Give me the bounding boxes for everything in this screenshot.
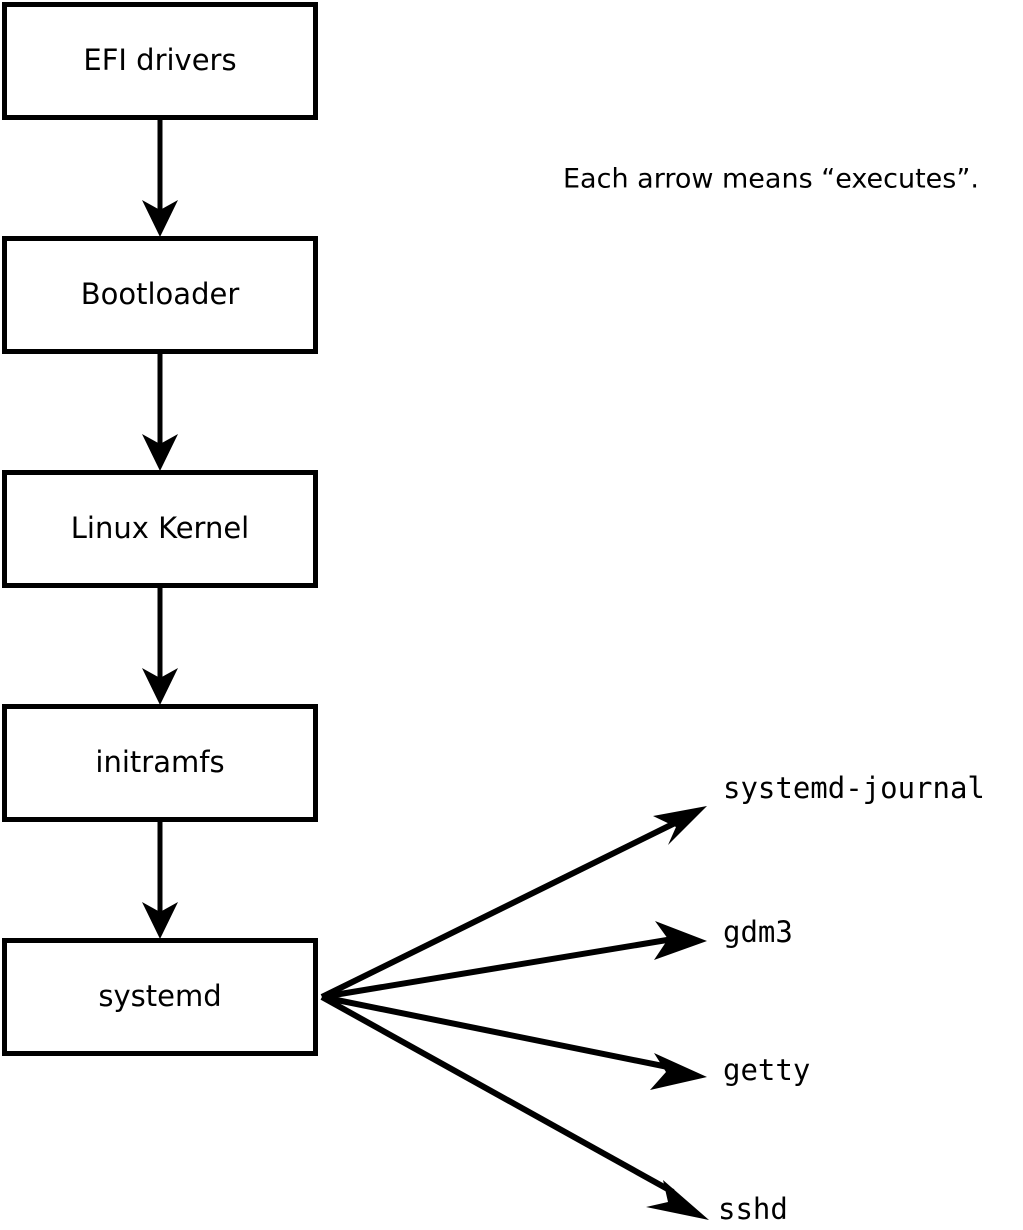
diagram-caption: Each arrow means “executes”. [563, 164, 979, 195]
service-label-gdm3[interactable]: gdm3 [723, 915, 793, 949]
arrow-head-icon [142, 902, 178, 939]
node-systemd[interactable]: systemd [2, 938, 318, 1056]
arrow-head-icon [650, 1053, 707, 1090]
boot-chain-group: EFI drivers Bootloader Linux Kernel init… [2, 2, 318, 1056]
arrow-head-icon [142, 434, 178, 471]
node-bootloader-label: Bootloader [81, 277, 240, 311]
service-labels-group: systemd-journal gdm3 getty sshd [718, 771, 985, 1226]
chain-arrows-group [142, 120, 178, 939]
node-efi-drivers-rect [2, 2, 318, 120]
service-label-sshd[interactable]: sshd [718, 1192, 788, 1226]
arrow-shaft [321, 936, 674, 1000]
arrow-systemd-to-gdm3 [321, 921, 707, 1000]
arrow-initramfs-to-systemd [142, 822, 178, 939]
node-linux-kernel[interactable]: Linux Kernel [2, 470, 318, 588]
node-bootloader-rect [2, 236, 318, 354]
node-linux-kernel-rect [2, 470, 318, 588]
arrow-linux-kernel-to-initramfs [142, 588, 178, 705]
node-systemd-label: systemd [98, 979, 221, 1013]
arrow-head-icon [142, 668, 178, 705]
arrow-head-icon [646, 1180, 709, 1220]
arrow-systemd-to-getty [321, 994, 707, 1090]
service-arrows-group [320, 806, 709, 1220]
arrow-head-icon [653, 806, 707, 845]
node-efi-drivers-label: EFI drivers [83, 43, 236, 77]
arrow-head-icon [654, 921, 707, 960]
arrow-systemd-to-systemd-journal [320, 806, 707, 1000]
service-label-systemd-journal[interactable]: systemd-journal [723, 771, 985, 805]
arrow-bootloader-to-linux-kernel [142, 354, 178, 471]
arrow-head-icon [142, 200, 178, 237]
node-initramfs-rect [2, 704, 318, 822]
arrow-shaft [321, 994, 674, 1071]
node-systemd-rect [2, 938, 318, 1056]
arrow-efi-drivers-to-bootloader [142, 120, 178, 237]
node-initramfs[interactable]: initramfs [2, 704, 318, 822]
arrow-shaft [320, 994, 675, 1195]
node-efi-drivers[interactable]: EFI drivers [2, 2, 318, 120]
arrow-shaft [320, 818, 681, 1000]
service-label-getty[interactable]: getty [723, 1053, 810, 1087]
node-initramfs-label: initramfs [95, 745, 224, 779]
node-bootloader[interactable]: Bootloader [2, 236, 318, 354]
node-linux-kernel-label: Linux Kernel [71, 511, 249, 545]
arrow-systemd-to-sshd [320, 994, 709, 1220]
